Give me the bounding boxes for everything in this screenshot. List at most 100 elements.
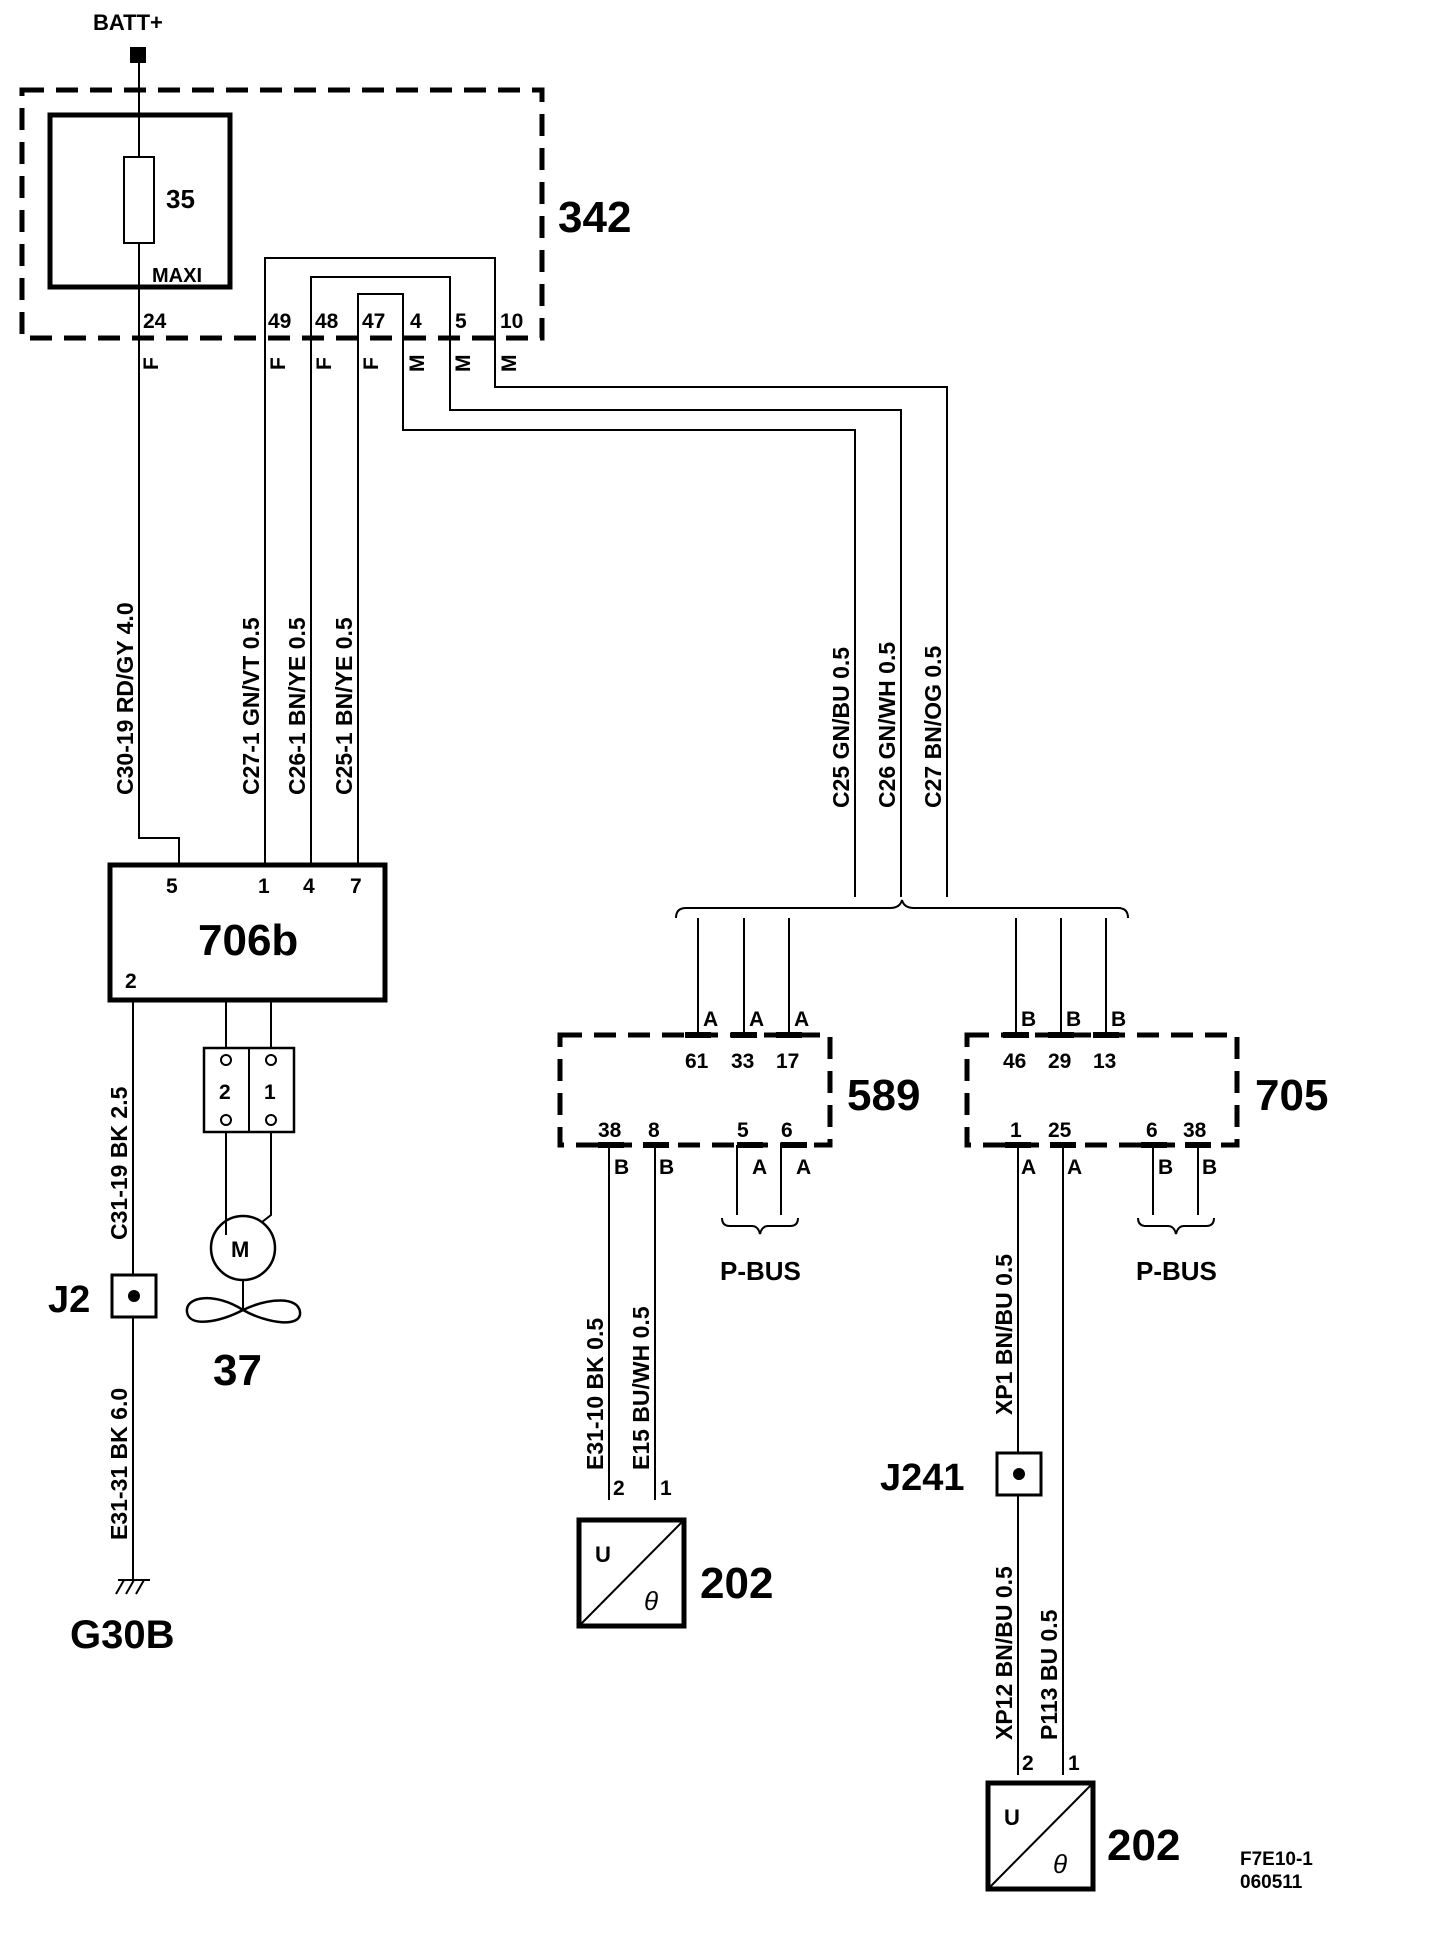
type-4: M <box>406 355 429 373</box>
splice-j241-dot <box>1013 1468 1025 1480</box>
ecu-589 <box>557 1032 833 1148</box>
wire-c26 <box>449 338 902 897</box>
bus-brace <box>675 899 1129 919</box>
sensor-b-label: 202 <box>1107 1821 1180 1870</box>
ecu705-bottom-letter-4: B <box>1202 1156 1217 1179</box>
ctrl-pin-4: 4 <box>303 875 315 898</box>
ecu-589-label: 589 <box>847 1071 920 1120</box>
sensor-202-a <box>576 1517 687 1629</box>
pbus-589-label: P-BUS <box>720 1256 801 1286</box>
ecu705-bottom-pin-6: 6 <box>1146 1119 1158 1142</box>
ecu589-bottom-pin-8: 8 <box>648 1119 660 1142</box>
ecu589-bottom-letter-4: A <box>796 1156 811 1179</box>
loop-47-4 <box>357 293 404 338</box>
sensor-a-theta: θ <box>644 1586 658 1616</box>
ecu705-top-letter-3: B <box>1111 1008 1126 1031</box>
ecu589-top-letter-1: A <box>703 1008 718 1031</box>
fuse-box-342 <box>19 87 545 341</box>
ecu705-bottom-letter-2: A <box>1067 1156 1082 1179</box>
ground-symbol <box>115 1579 150 1595</box>
wire-label-c26-1: C26-1 BN/YE 0.5 <box>284 617 310 795</box>
sensor-a-label: 202 <box>700 1559 773 1608</box>
fuse-35-symbol <box>123 156 155 244</box>
ecu589-top-letter-2: A <box>749 1008 764 1031</box>
type-49: F <box>267 357 290 370</box>
ecu705-top-pin-29: 29 <box>1048 1050 1071 1073</box>
fan-motor-label: 37 <box>213 1346 262 1395</box>
ecu589-top-letter-3: A <box>794 1008 809 1031</box>
pbus-705-brace <box>1137 1217 1215 1235</box>
type-48: F <box>313 357 336 370</box>
fuse-type: MAXI <box>152 265 202 287</box>
wire-label-xp12: XP12 BN/BU 0.5 <box>991 1566 1017 1740</box>
type-10: M <box>498 355 521 373</box>
wire-label-xp1: XP1 BN/BU 0.5 <box>991 1254 1017 1415</box>
motor-conn-pin-1: 1 <box>264 1081 276 1104</box>
ecu589-bottom-pin-6: 6 <box>781 1119 793 1142</box>
ecu705-top-pin-46: 46 <box>1003 1050 1026 1073</box>
ecu589-bottom-pin-5: 5 <box>737 1119 749 1142</box>
pbus-705-label: P-BUS <box>1136 1256 1217 1286</box>
motor-conn-pin-2: 2 <box>219 1081 231 1104</box>
bus-drops <box>697 918 1107 1035</box>
type-24: F <box>140 357 163 370</box>
wire-label-c31-19: C31-19 BK 2.5 <box>106 1086 132 1240</box>
wire-label-p113: P113 BU 0.5 <box>1036 1609 1062 1740</box>
sensor-b-u: U <box>1004 1805 1020 1830</box>
wire-label-c27-1: C27-1 GN/VT 0.5 <box>238 617 264 795</box>
ecu705-top-pin-13: 13 <box>1093 1050 1116 1073</box>
sensor-b-pin-1: 1 <box>1068 1752 1080 1775</box>
pbus-589-brace <box>721 1217 799 1235</box>
fuse-box-label: 342 <box>558 193 631 242</box>
wire-label-c25: C25 GN/BU 0.5 <box>828 647 854 808</box>
ecu705-top-letter-2: B <box>1066 1008 1081 1031</box>
wire-c30-19 <box>138 338 180 865</box>
sensor-202-b <box>985 1780 1096 1892</box>
ctrl-pin-1: 1 <box>258 875 270 898</box>
wire-c27 <box>494 338 948 897</box>
ground-label: G30B <box>70 1613 175 1657</box>
wire-label-c26: C26 GN/WH 0.5 <box>874 642 900 808</box>
ecu705-bottom-pin-25: 25 <box>1048 1119 1072 1142</box>
ctrl-pin-2: 2 <box>125 970 137 993</box>
figure-code: F7E10-1 <box>1240 1849 1313 1870</box>
ecu705-bottom-pin-1: 1 <box>1010 1119 1022 1142</box>
wire-label-c27: C27 BN/OG 0.5 <box>920 645 946 808</box>
wire-label-e15: E15 BU/WH 0.5 <box>628 1306 654 1470</box>
splice-j241-label: J241 <box>880 1457 965 1499</box>
motor-letter: M <box>231 1237 249 1262</box>
pin-10: 10 <box>500 310 523 333</box>
pin-4: 4 <box>410 310 422 333</box>
ecu589-bottom-pin-38: 38 <box>598 1119 622 1142</box>
ecu589-bottom-letter-1: B <box>614 1156 629 1179</box>
ecu589-bottom-letter-2: B <box>659 1156 674 1179</box>
ecu705-bottom-pin-38: 38 <box>1183 1119 1207 1142</box>
pin-47: 47 <box>362 310 385 333</box>
pin-49: 49 <box>268 310 291 333</box>
ecu589-top-pin-61: 61 <box>685 1050 709 1073</box>
ecu589-top-pin-33: 33 <box>731 1050 754 1073</box>
type-47: F <box>360 357 383 370</box>
pbus-589-leads <box>736 1145 782 1215</box>
sensor-b-pin-2: 2 <box>1022 1752 1034 1775</box>
pin-5: 5 <box>455 310 467 333</box>
ctrl-pin-7: 7 <box>350 875 362 898</box>
wire-label-e31-31: E31-31 BK 6.0 <box>106 1388 132 1540</box>
ecu589-top-pin-17: 17 <box>776 1050 799 1073</box>
ecu-705-label: 705 <box>1255 1071 1328 1120</box>
wire-label-c30-19: C30-19 RD/GY 4.0 <box>112 602 138 795</box>
pin-24: 24 <box>143 310 167 333</box>
ecu705-top-letter-1: B <box>1021 1008 1036 1031</box>
type-5: M <box>452 355 475 373</box>
sensor-b-theta: θ <box>1053 1849 1067 1879</box>
pbus-705-leads <box>1152 1145 1199 1215</box>
ecu705-bottom-letter-1: A <box>1021 1156 1036 1179</box>
ecu705-bottom-letter-3: B <box>1158 1156 1173 1179</box>
ecu-705 <box>964 1032 1240 1148</box>
wire-motor-feed-b <box>261 1132 272 1223</box>
loop-49-10 <box>264 257 496 338</box>
wire-label-c25-1: C25-1 BN/YE 0.5 <box>331 617 357 795</box>
ctrl-pin-5: 5 <box>166 875 178 898</box>
fan-controller-706b <box>107 862 388 1003</box>
